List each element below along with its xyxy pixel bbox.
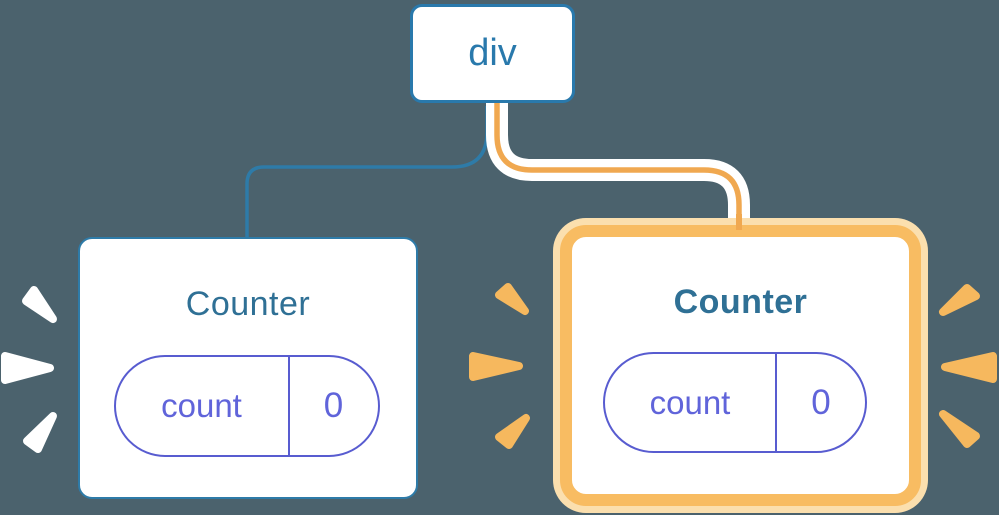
card-title: Counter — [185, 285, 311, 323]
connector-div-to-left-counter — [245, 106, 489, 245]
counter-card-right: Counter count 0 — [560, 225, 921, 506]
spark-wedge-icon — [22, 286, 57, 323]
node-label: div — [468, 32, 517, 74]
sparks-left-counter — [1, 286, 57, 453]
state-pill: count 0 — [113, 354, 380, 457]
state-value: 0 — [323, 385, 344, 425]
counter-card-left: Counter count 0 — [78, 237, 418, 499]
card-title: Counter — [673, 283, 808, 321]
state-key: count — [605, 354, 777, 451]
spark-wedge-icon — [941, 352, 997, 383]
state-value: 0 — [811, 382, 831, 422]
spark-wedge-icon — [495, 283, 529, 315]
spark-wedge-icon — [23, 412, 57, 453]
spark-wedge-icon — [495, 414, 530, 449]
connector-orange-stub — [736, 214, 742, 230]
sparks-right-counter-left — [469, 283, 530, 449]
div-node: div — [410, 4, 575, 103]
spark-wedge-icon — [1, 352, 54, 384]
state-pill: count 0 — [603, 352, 867, 453]
spark-wedge-icon — [939, 284, 980, 316]
connector-div-to-right-counter — [494, 98, 742, 240]
spark-wedge-icon — [469, 352, 523, 381]
spark-wedge-icon — [939, 410, 980, 448]
state-key: count — [116, 356, 290, 455]
sparks-right-counter-right — [939, 284, 997, 448]
